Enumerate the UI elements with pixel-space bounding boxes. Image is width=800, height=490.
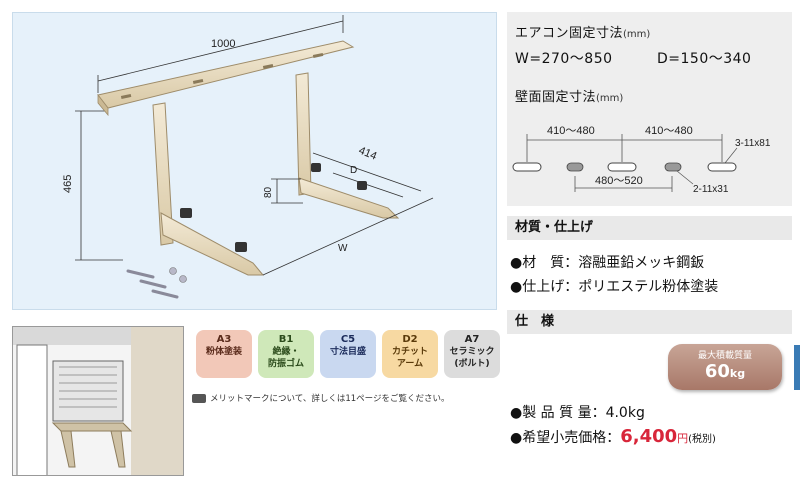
badge-text: 寸法目盛 [329, 347, 366, 357]
right-arm [298, 177, 400, 219]
installation-photo [12, 326, 184, 476]
wall-fix-unit: (mm) [596, 93, 624, 104]
badge-code: A7 [464, 334, 480, 345]
aircon-fix-w: W=270～850 [515, 51, 613, 67]
material-heading: 材質・仕上げ [507, 216, 792, 240]
aircon-fix-title: エアコン固定寸法 [515, 26, 624, 41]
wall-hole-diagram: 410～480 410～480 480～520 3-11x81 2-11x31 [512, 125, 771, 195]
bracket-illustration: 1000 465 414 80 D W [62, 15, 434, 299]
dim-depth-line [262, 152, 434, 276]
spec-heading: 仕 様 [507, 310, 792, 334]
material-line: ●材 質：溶融亜鉛メッキ鋼鈑 [510, 255, 705, 271]
badge-text-2: 防振ゴム [267, 359, 304, 369]
badge-code: C5 [340, 334, 356, 345]
depth-d-label: D [350, 165, 357, 176]
badge-code: A3 [216, 334, 232, 345]
dim-height-line [75, 110, 123, 261]
price-note: (税別) [688, 434, 716, 445]
finish-line: ●仕上げ：ポリエステル粉体塗装 [510, 279, 719, 295]
aircon-fix-d: D=150～340 [657, 51, 752, 67]
dim-width-line [97, 15, 344, 93]
badge-text: 粉体塗装 [205, 347, 242, 357]
bracket-diagram: 1000 465 414 80 D W [12, 12, 497, 310]
badge-text: カチット [391, 347, 428, 357]
badge-a3: A3 粉体塗装 [196, 330, 252, 378]
aircon-fix-heading: エアコン固定寸法(mm) [515, 22, 650, 41]
dimension-panel: エアコン固定寸法(mm) W=270～850 D=150～340 壁面固定寸法(… [507, 12, 792, 206]
price-unit: 円 [677, 432, 689, 445]
merit-note-text: メリットマークについて、詳しくは11ページをご覧ください。 [210, 394, 450, 404]
right-post [295, 72, 312, 196]
aircon-fix-unit: (mm) [623, 29, 651, 40]
max-load-unit: kg [729, 367, 746, 380]
badge-text: セラミック [449, 347, 495, 357]
badge-c5: C5 寸法目盛 [320, 330, 376, 378]
bolts [126, 269, 179, 299]
span-center-label: 480～520 [595, 175, 643, 187]
max-load-value: 60 [704, 361, 730, 382]
max-load-capsule: 最大積載質量 60kg [668, 344, 782, 390]
left-post [152, 102, 174, 246]
top-beam [97, 40, 355, 109]
dim-step-line [271, 178, 303, 204]
product-weight: ●製 品 質 量：4.0kg [510, 405, 645, 421]
rubber-feet [180, 163, 367, 252]
badge-text: 絶縁・ [272, 347, 300, 357]
badge-b1: B1 絶縁・ 防振ゴム [258, 330, 314, 378]
dim-height-label: 465 [62, 175, 74, 193]
badge-code: B1 [278, 334, 294, 345]
price-row: ●希望小売価格：6,400円(税別) [510, 426, 716, 447]
long-holes [512, 162, 737, 172]
installation-illustration [13, 327, 183, 475]
hand-pointer-icon [192, 394, 206, 403]
span-left-label: 410～480 [547, 125, 595, 137]
left-arm [160, 212, 265, 276]
merit-note: メリットマークについて、詳しくは11ページをご覧ください。 [192, 392, 449, 404]
span-right-label: 410～480 [645, 125, 693, 137]
short-holes [566, 162, 682, 172]
dim-width-label: 1000 [211, 38, 235, 50]
badge-text-2: (ボルト) [454, 359, 490, 369]
wall-fix-title: 壁面固定寸法 [515, 90, 597, 105]
badge-text-2: アーム [396, 359, 424, 369]
wall-fix-heading: 壁面固定寸法(mm) [515, 86, 623, 105]
dim-depth-label: 414 [357, 145, 379, 163]
badge-code: D2 [402, 334, 418, 345]
badge-a7: A7 セラミック (ボルト) [444, 330, 500, 378]
page-edge-tab [794, 345, 800, 390]
hole-bottom-label: 2-11x31 [693, 184, 729, 195]
hole-top-label: 3-11x81 [735, 138, 771, 149]
max-load-label: 最大積載質量 [697, 351, 752, 361]
badge-d2: D2 カチット アーム [382, 330, 438, 378]
width-w-label: W [338, 243, 348, 254]
price-label: ●希望小売価格： [510, 430, 621, 446]
dim-step-label: 80 [263, 186, 274, 198]
price-value: 6,400 [620, 426, 678, 447]
